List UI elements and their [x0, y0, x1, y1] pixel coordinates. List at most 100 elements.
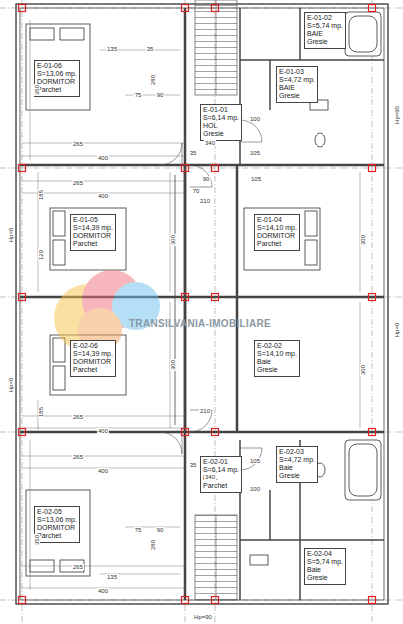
- room-area: S=5,74 mp.: [307, 22, 343, 30]
- column-marker: [182, 294, 189, 301]
- floor-finish: Gresie: [257, 366, 297, 374]
- dimension-label: 400: [97, 468, 109, 474]
- label-box: 70: [192, 179, 201, 197]
- floor-finish: Parchet: [257, 240, 297, 248]
- beds: [26, 24, 320, 576]
- room-type: DORMITOR: [37, 78, 77, 86]
- column-marker: [212, 597, 219, 604]
- floor-finish: Gresie: [279, 472, 315, 480]
- label-box: 90: [202, 167, 211, 185]
- label-box: 100: [249, 107, 261, 125]
- column-marker: [19, 294, 26, 301]
- column-marker: [369, 165, 376, 172]
- label-box: 400: [97, 419, 109, 437]
- room-label: E-01-06S=13,06 mp.DORMITORParchet: [34, 60, 80, 97]
- dimension-label: Hp=90: [193, 614, 213, 620]
- label-box: 280: [141, 539, 159, 551]
- label-box: Hp=90: [193, 605, 213, 623]
- room-area: S=6,14 mp.: [203, 114, 239, 122]
- column-marker: [182, 5, 189, 12]
- watermark: TRANSILVANIA-IMOBILIARE: [128, 319, 272, 329]
- dimension-label: 185: [38, 189, 44, 201]
- dimension-label: 400: [97, 588, 109, 594]
- column-marker: [19, 5, 26, 12]
- label-box: 400: [97, 184, 109, 202]
- room-type: Baie: [257, 358, 297, 366]
- label-box: Hp=0: [0, 377, 17, 394]
- dimension-label: 35: [189, 462, 198, 468]
- label-box: 135: [106, 565, 118, 583]
- column-marker: [182, 597, 189, 604]
- dimension-lines: [22, 20, 360, 590]
- room-code: E-01-06: [37, 62, 77, 70]
- label-box: 265: [72, 171, 84, 189]
- column-marker: [19, 165, 26, 172]
- dimension-label: 265: [72, 141, 84, 147]
- room-type: Baie: [307, 566, 343, 574]
- label-box: 35: [189, 453, 198, 471]
- column-marker: [212, 5, 219, 12]
- room-label: E-01-04S=14,10 mp.DORMITORParchet: [254, 214, 300, 251]
- room-area: S=13,06 mp.: [37, 70, 77, 78]
- label-box: 35: [189, 141, 198, 159]
- label-box: 350: [25, 534, 43, 546]
- label-box: 105: [250, 167, 262, 185]
- dimension-label: 265: [72, 564, 84, 570]
- dimension-label: Hp=0: [8, 377, 14, 394]
- dimension-label: 120: [38, 249, 44, 261]
- floor-finish: Gresie: [307, 574, 343, 582]
- room-label: E-02-06S=14,39 mp.DORMITORParchet: [70, 340, 116, 377]
- dimension-label: 75: [134, 527, 143, 533]
- dimension-label: 265: [72, 414, 84, 420]
- label-box: 105: [249, 449, 261, 467]
- column-marker: [369, 429, 376, 436]
- dimension-label: 185: [38, 406, 44, 418]
- column-marker: [369, 294, 376, 301]
- label-box: 340: [204, 131, 216, 149]
- label-box: 400: [97, 579, 109, 597]
- room-type: DORMITOR: [37, 524, 77, 532]
- dimension-label: 35: [189, 150, 198, 156]
- room-label: E-02-03S=4,72 mp.BaieGresie: [276, 446, 318, 483]
- room-code: E-02-02: [257, 342, 297, 350]
- room-code: E-02-04: [307, 550, 343, 558]
- dimension-label: Hp=90: [394, 105, 400, 125]
- room-area: S=4,72 mp.: [279, 456, 315, 464]
- dimension-label: 300: [170, 359, 176, 371]
- dimension-label: 210: [199, 198, 211, 204]
- label-box: 75: [134, 518, 143, 536]
- label-box: TRANSILVANIA-IMOBILIARE: [128, 313, 272, 331]
- label-box: 185: [29, 189, 47, 201]
- room-area: S=4,72 mp.: [279, 76, 315, 84]
- label-box: 185: [29, 406, 47, 418]
- column-marker: [369, 597, 376, 604]
- dimension-label: 300: [170, 234, 176, 246]
- label-box: 90: [156, 83, 165, 101]
- room-area: S=14,10 mp.: [257, 350, 297, 358]
- room-code: E-02-05: [37, 508, 77, 516]
- label-box: 300: [161, 359, 179, 371]
- floor-finish: Parchet: [73, 366, 113, 374]
- label-box: 210: [199, 399, 211, 417]
- column-markers: [19, 5, 376, 604]
- room-code: E-01-04: [257, 216, 297, 224]
- room-code: E-01-05: [73, 216, 113, 224]
- dimension-label: 100: [249, 116, 261, 122]
- label-box: 265: [72, 132, 84, 150]
- room-area: S=14,10 mp.: [257, 224, 297, 232]
- label-box: 35: [146, 37, 155, 55]
- dimension-label: 350: [34, 84, 40, 96]
- dimension-label: 280: [150, 539, 156, 551]
- column-marker: [182, 429, 189, 436]
- label-box: 120: [29, 249, 47, 261]
- label-box: 105: [249, 141, 261, 159]
- label-box: 400: [97, 146, 109, 164]
- column-marker: [212, 165, 219, 172]
- dimension-label: 105: [250, 176, 262, 182]
- room-area: S=6,14 mp.: [203, 466, 239, 474]
- column-marker: [369, 5, 376, 12]
- room-code: E-01-02: [307, 14, 343, 22]
- room-type: DORMITOR: [73, 232, 113, 240]
